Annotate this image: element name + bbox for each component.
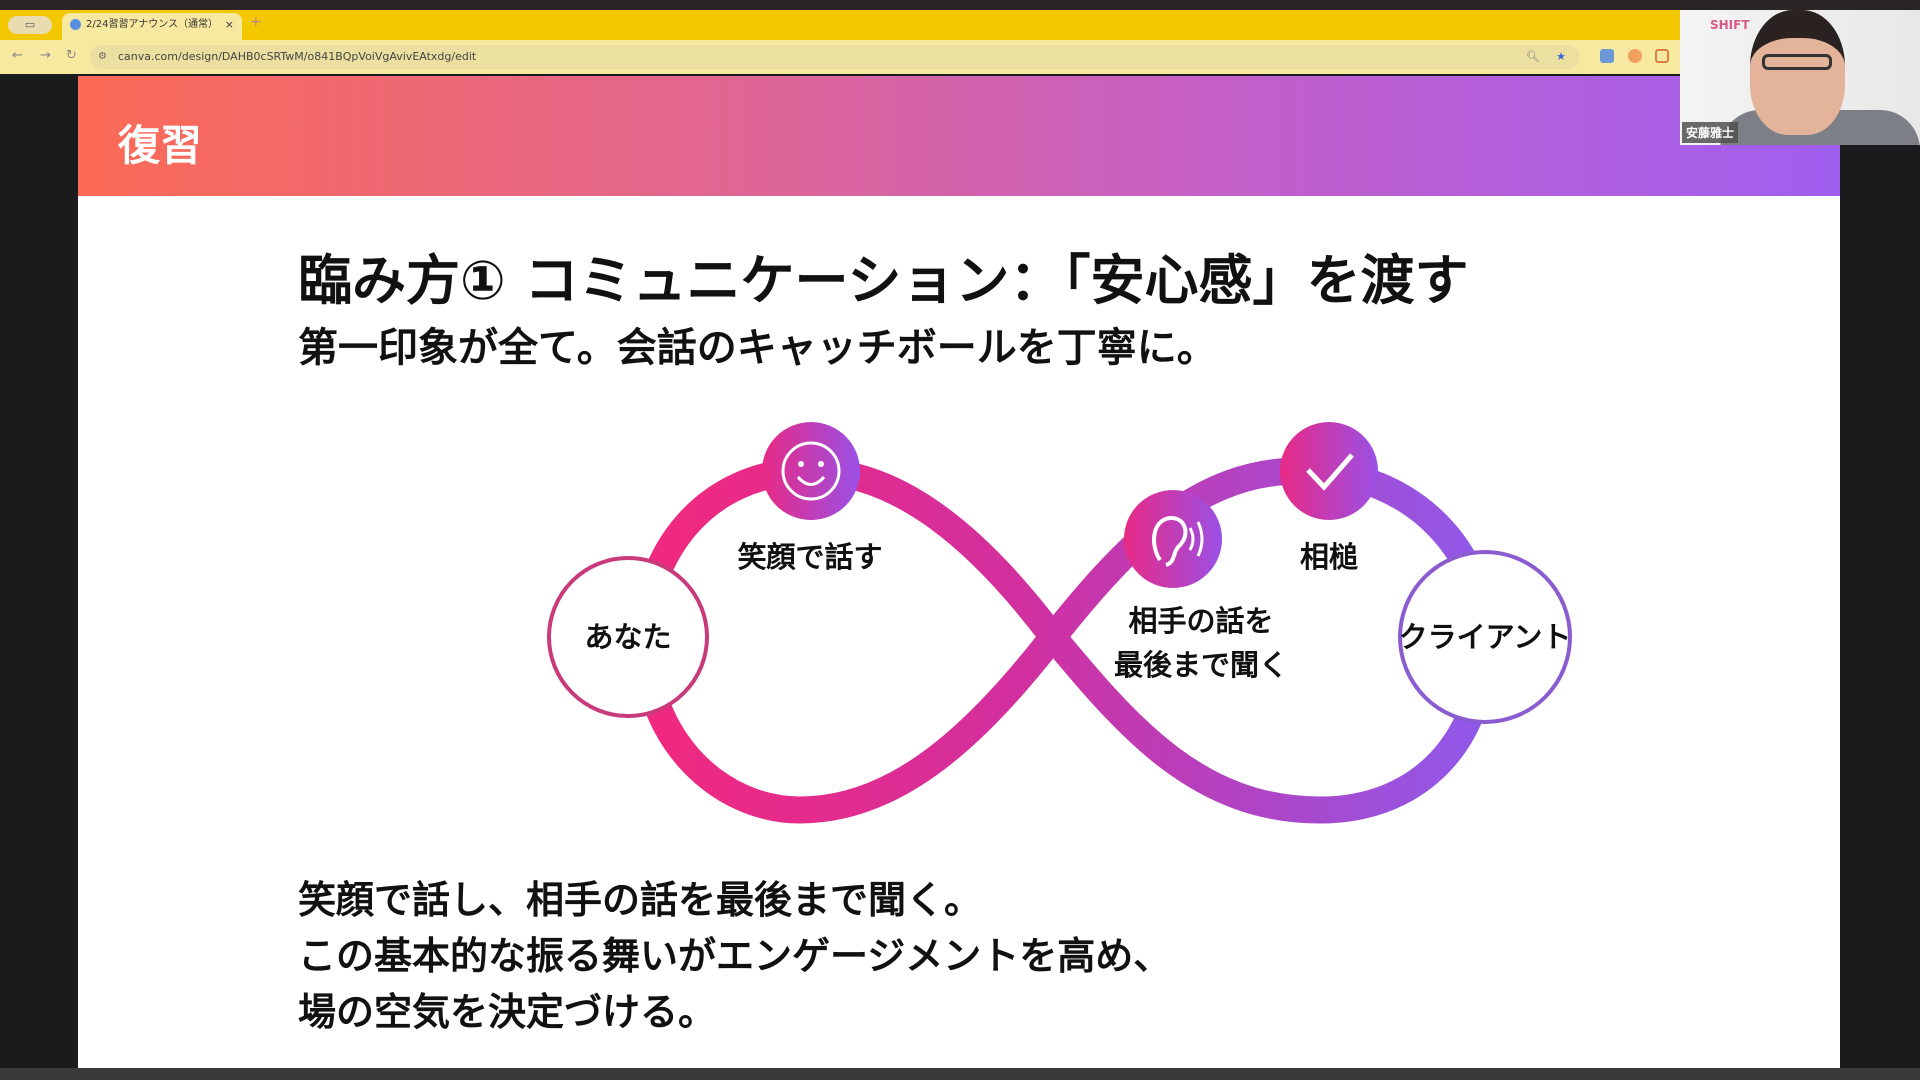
client-node bbox=[1398, 550, 1572, 724]
ear-icon bbox=[1124, 490, 1222, 588]
back-icon[interactable]: ← bbox=[12, 48, 23, 63]
listen-label-line1: 相手の話を bbox=[1128, 604, 1274, 638]
site-settings-icon[interactable]: ⚙ bbox=[98, 51, 107, 62]
smile-label: 笑顔で話す bbox=[737, 540, 883, 574]
listen-label-line2: 最後まで聞く bbox=[1113, 648, 1289, 682]
section-heading: 復習 bbox=[118, 121, 203, 170]
shift-logo: SHIFT bbox=[1710, 18, 1750, 32]
tab-active[interactable]: 2/24習習アナウンス（通常） × bbox=[62, 13, 242, 40]
checkmark-icon bbox=[1280, 422, 1378, 520]
infinity-loop bbox=[631, 457, 1499, 824]
slide-subtitle: 第一印象が全て。会話のキャッチボールを丁寧に。 bbox=[298, 325, 1217, 371]
you-node bbox=[547, 556, 709, 718]
bookmark-star-icon[interactable]: ★ bbox=[1556, 50, 1566, 63]
bottom-bar bbox=[0, 1068, 1920, 1080]
aizuchi-label: 相槌 bbox=[1299, 540, 1359, 574]
listen-label: 相手の話を 最後まで聞く bbox=[1114, 599, 1288, 687]
slide-summary: 笑顔で話し、相手の話を最後まで聞く。 この基本的な振る舞いがエンゲージメントを高… bbox=[298, 872, 1171, 1040]
summary-line: この基本的な振る舞いがエンゲージメントを高め、 bbox=[298, 934, 1172, 978]
slide-header: 復習 bbox=[78, 76, 1840, 196]
participant-face bbox=[1750, 10, 1845, 135]
participant-name: 安藤雅士 bbox=[1682, 122, 1739, 143]
window-top-bar bbox=[0, 0, 1920, 10]
shield-extension-icon[interactable] bbox=[1655, 49, 1669, 63]
tab-group-button[interactable]: ▭ bbox=[8, 16, 52, 34]
new-tab-button[interactable]: + bbox=[250, 14, 262, 30]
forward-icon[interactable]: → bbox=[40, 48, 51, 63]
address-bar-row: ← → ↻ ⚙ canva.com/design/DAHB0cSRTwM/o84… bbox=[0, 40, 1680, 74]
tab-bar: ▭ 2/24習習アナウンス（通常） × + bbox=[0, 10, 1680, 40]
url-input[interactable]: ⚙ canva.com/design/DAHB0cSRTwM/o841BQpVo… bbox=[90, 45, 1580, 69]
extension-icon[interactable] bbox=[1628, 49, 1642, 63]
canva-favicon-icon bbox=[70, 19, 81, 30]
you-label: あなた bbox=[584, 620, 672, 654]
summary-line: 笑顔で話し、相手の話を最後まで聞く。 bbox=[298, 878, 983, 922]
participant-video[interactable]: SHIFT 安藤雅士 bbox=[1680, 10, 1920, 145]
extension-icon[interactable] bbox=[1600, 49, 1614, 63]
zoom-icon[interactable]: 🔍︎ bbox=[1526, 50, 1540, 63]
tab-close-icon[interactable]: × bbox=[224, 18, 234, 31]
slide-title: 臨み方① コミュニケーション：「安心感」を渡す bbox=[298, 249, 1469, 312]
smile-icon bbox=[762, 422, 860, 520]
summary-line: 場の空気を決定づける。 bbox=[298, 990, 717, 1034]
url-text: canva.com/design/DAHB0cSRTwM/o841BQpVoiV… bbox=[118, 50, 477, 63]
client-label: クライアント bbox=[1398, 620, 1572, 654]
glasses bbox=[1762, 54, 1832, 70]
reload-icon[interactable]: ↻ bbox=[66, 48, 77, 63]
tab-title: 2/24習習アナウンス（通常） bbox=[86, 19, 219, 30]
